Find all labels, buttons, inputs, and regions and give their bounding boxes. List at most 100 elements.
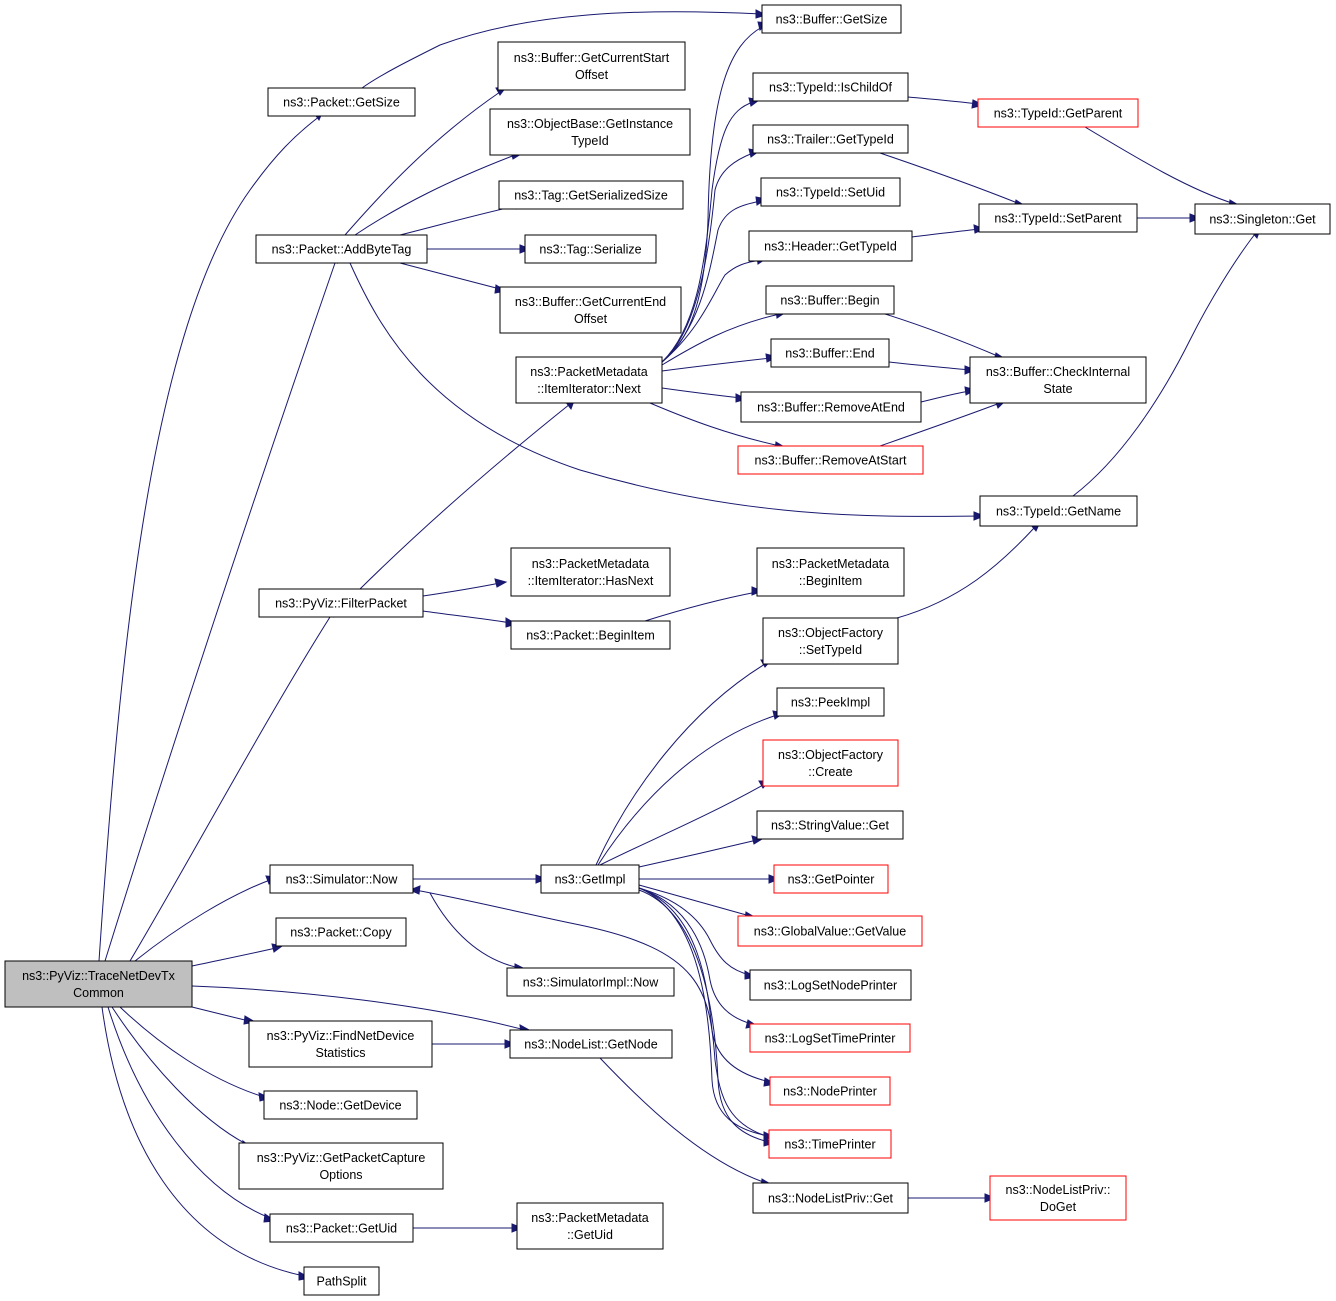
edge-objectfactory_settypeid-to-typeid_getname (896, 521, 1041, 619)
node-typeid-setparent[interactable]: ns3::TypeId::SetParent (978, 203, 1138, 233)
edge-packet_getuid-to-packetmetadata_getuid (413, 1223, 524, 1233)
node-packet-beginitem[interactable]: ns3::Packet::BeginItem (510, 620, 671, 650)
node-label: ns3::ObjectFactory (778, 748, 884, 762)
edge-line (349, 262, 981, 517)
node-label: DoGet (1040, 1200, 1077, 1214)
edge-pyviz_findnetdevicestatistics-to-nodelist_getnode (432, 1039, 517, 1049)
node-buffer-end[interactable]: ns3::Buffer::End (770, 338, 890, 368)
node-node-getdevice[interactable]: ns3::Node::GetDevice (263, 1090, 418, 1120)
node-label: ::BeginItem (799, 574, 862, 588)
node-header-gettypeid[interactable]: ns3::Header::GetTypeId (748, 230, 913, 262)
node-tag-serialize[interactable]: ns3::Tag::Serialize (524, 234, 657, 264)
node-packet-copy[interactable]: ns3::Packet::Copy (275, 917, 407, 947)
node-label: ns3::PacketMetadata (530, 365, 647, 379)
node-label: ns3::PeekImpl (791, 696, 870, 710)
node-trailer-gettypeid[interactable]: ns3::Trailer::GetTypeId (752, 124, 909, 154)
node-objectfactory-create[interactable]: ns3::ObjectFactory::Create (762, 739, 899, 787)
node-simulatorimpl-now[interactable]: ns3::SimulatorImpl::Now (506, 967, 675, 997)
node-pyviz-filterpacket[interactable]: ns3::PyViz::FilterPacket (258, 588, 424, 618)
node-packet-getsize[interactable]: ns3::Packet::GetSize (267, 87, 416, 117)
edge-line (884, 313, 1001, 358)
node-simulator-now[interactable]: ns3::Simulator::Now (269, 864, 414, 894)
node-logsettimeprinter[interactable]: ns3::LogSetTimePrinter (749, 1023, 911, 1053)
edge-root-to-pyviz_findnetdevicestatistics (191, 1006, 257, 1025)
node-label: ns3::NodeListPriv::Get (768, 1192, 894, 1206)
node-packet-addbytetag[interactable]: ns3::Packet::AddByteTag (255, 234, 428, 264)
node-box (4, 960, 193, 1008)
edge-getimpl-to-objectfactory_settypeid (595, 659, 773, 866)
node-packetmetadata-hasnext[interactable]: ns3::PacketMetadata::ItemIterator::HasNe… (510, 547, 671, 597)
arrowhead (755, 9, 768, 19)
node-nodeprinter[interactable]: ns3::NodePrinter (769, 1076, 891, 1106)
node-label: ns3::GetPointer (788, 873, 875, 887)
node-box (540, 864, 640, 894)
edge-getimpl-to-logsettimeprinter (638, 887, 759, 1029)
node-peekimpl[interactable]: ns3::PeekImpl (776, 687, 885, 717)
node-label: ns3::Buffer::RemoveAtStart (755, 454, 907, 468)
node-singleton-get[interactable]: ns3::Singleton::Get (1194, 203, 1331, 235)
node-objectfactory-settypeid[interactable]: ns3::ObjectFactory::SetTypeId (762, 617, 899, 665)
node-globalvalue-getvalue[interactable]: ns3::GlobalValue::GetValue (737, 915, 923, 947)
edge-line (661, 357, 772, 372)
node-label: ns3::GetImpl (555, 873, 626, 887)
node-label: ns3::LogSetNodePrinter (764, 979, 897, 993)
edge-simulator_now-to-simulatorimpl_now (429, 892, 527, 973)
edge-line (638, 839, 758, 868)
node-nodelist-getnode[interactable]: ns3::NodeList::GetNode (509, 1029, 673, 1059)
node-nodelistpriv-get[interactable]: ns3::NodeListPriv::Get (752, 1182, 909, 1214)
edge-packet_getsize-to-buffer_getsize (361, 9, 768, 89)
node-packetmetadata-getuid[interactable]: ns3::PacketMetadata::GetUid (516, 1202, 664, 1250)
node-pathsplit[interactable]: PathSplit (303, 1266, 380, 1296)
node-box (760, 177, 901, 207)
edge-line (134, 879, 271, 962)
node-box (768, 1129, 892, 1159)
node-box (1194, 203, 1331, 235)
node-box (748, 230, 913, 262)
edge-line (661, 200, 762, 363)
node-label: ns3::Packet::GetUid (286, 1222, 397, 1236)
edge-line (661, 387, 742, 399)
node-label: ns3::TypeId::SetParent (994, 212, 1122, 226)
edge-line (104, 262, 336, 962)
node-typeid-setuid[interactable]: ns3::TypeId::SetUid (760, 177, 901, 207)
node-stringvalue-get[interactable]: ns3::StringValue::Get (756, 810, 904, 840)
edge-line (896, 526, 1036, 619)
node-buffer-removeatend[interactable]: ns3::Buffer::RemoveAtEnd (740, 391, 922, 423)
node-buffer-getsize[interactable]: ns3::Buffer::GetSize (761, 4, 902, 34)
node-typeid-getname[interactable]: ns3::TypeId::GetName (979, 495, 1138, 527)
node-buffer-begin[interactable]: ns3::Buffer::Begin (765, 285, 895, 315)
node-packetmetadata-beginitem[interactable]: ns3::PacketMetadata::BeginItem (756, 547, 905, 597)
edge-line (649, 402, 781, 447)
node-label: ns3::TypeId::GetName (996, 505, 1121, 519)
node-packetmetadata-next[interactable]: ns3::PacketMetadata::ItemIterator::Next (515, 356, 663, 404)
node-label: ns3::Tag::GetSerializedSize (514, 189, 668, 203)
node-typeid-getparent[interactable]: ns3::TypeId::GetParent (977, 98, 1139, 128)
node-box (497, 41, 686, 91)
node-typeid-ischildof[interactable]: ns3::TypeId::IsChildOf (752, 72, 909, 102)
node-timeprinter[interactable]: ns3::TimePrinter (768, 1129, 892, 1159)
node-box (303, 1266, 380, 1296)
node-getimpl[interactable]: ns3::GetImpl (540, 864, 640, 894)
edge-timeprinter-to-simulator_now (408, 885, 770, 1138)
edge-line (1072, 233, 1256, 497)
node-label: ns3::GlobalValue::GetValue (754, 925, 906, 939)
node-label: ns3::Buffer::CheckInternal (986, 365, 1130, 379)
node-tag-getserializedsize[interactable]: ns3::Tag::GetSerializedSize (498, 180, 684, 210)
node-buffer-removeatstart[interactable]: ns3::Buffer::RemoveAtStart (737, 445, 924, 475)
node-packet-getuid[interactable]: ns3::Packet::GetUid (269, 1213, 414, 1243)
edge-line (98, 115, 321, 962)
node-nodelistpriv-doget[interactable]: ns3::NodeListPriv::DoGet (989, 1175, 1127, 1221)
node-getpointer[interactable]: ns3::GetPointer (773, 864, 889, 894)
node-label: ns3::Simulator::Now (286, 873, 399, 887)
node-box (978, 203, 1138, 233)
node-label: ns3::TimePrinter (784, 1138, 875, 1152)
edge-trailer_gettypeid-to-typeid_setparent (879, 152, 1027, 209)
node-logsetnodeprinter[interactable]: ns3::LogSetNodePrinter (749, 969, 912, 1001)
edge-line (344, 91, 501, 236)
